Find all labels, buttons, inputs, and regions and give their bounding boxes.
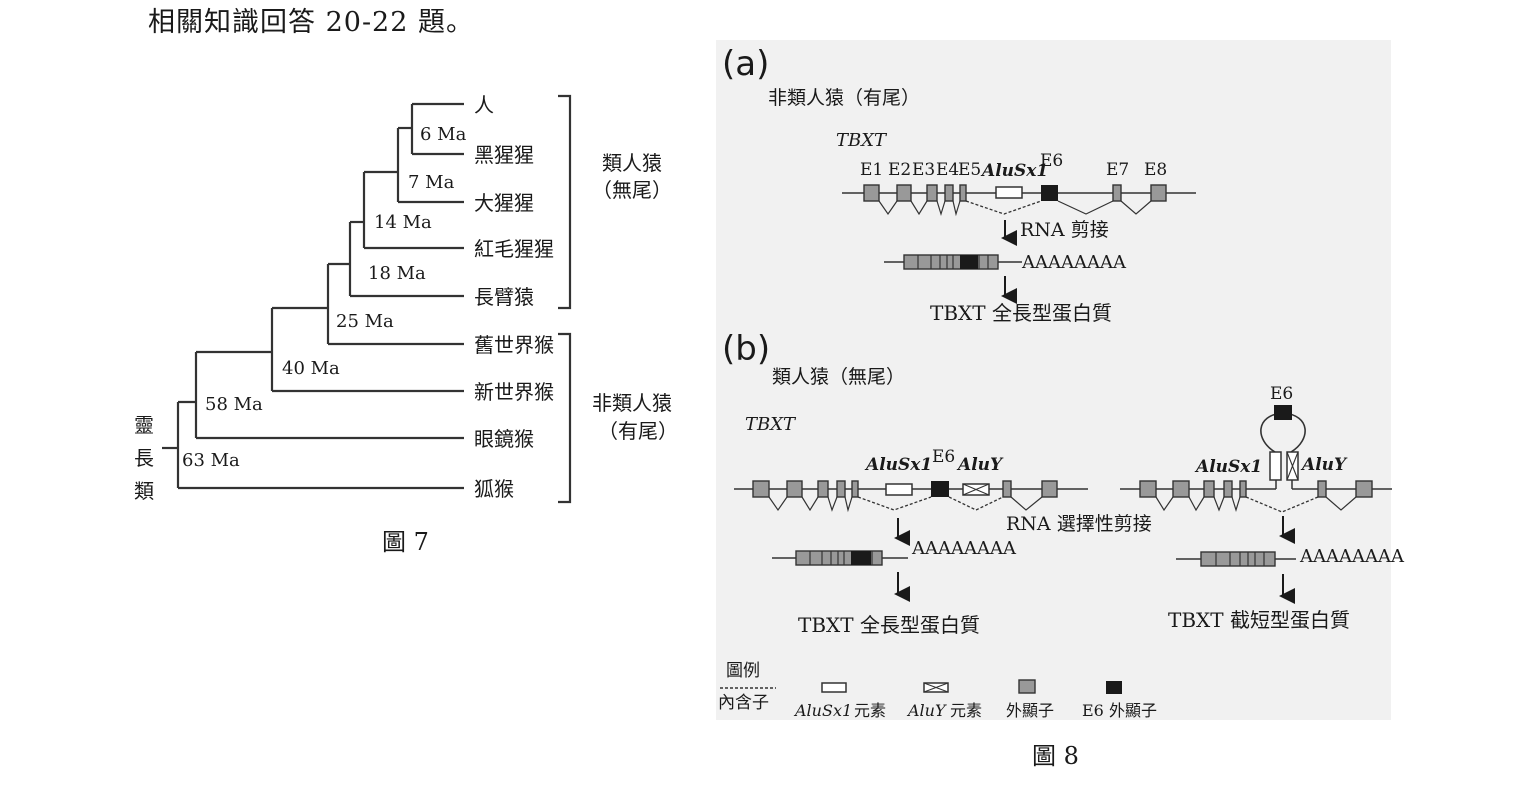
legend-alusx1-swatch xyxy=(821,682,847,693)
node-label-14ma: 14 Ma xyxy=(374,212,432,233)
exon-label-e1: E1 xyxy=(860,160,883,180)
group-nonapes-line1: 非類人猿 xyxy=(592,391,672,415)
panel-a-mrna xyxy=(884,254,1022,270)
exon-label-e4: E4 xyxy=(936,160,959,180)
group-apes-line2: （無尾） xyxy=(592,178,672,202)
taxon-gorilla: 大猩猩 xyxy=(474,191,534,215)
taxon-orangutan: 紅毛猩猩 xyxy=(474,237,554,261)
panel-b-short-product: TBXT 截短型蛋白質 xyxy=(1168,608,1350,632)
node-label-6ma: 6 Ma xyxy=(420,124,467,145)
legend-aluy-name: AluY xyxy=(906,701,947,720)
panel-b-left-mrna xyxy=(772,550,908,566)
group-apes-line1: 類人猿 xyxy=(602,151,662,175)
legend-aluy-hatch xyxy=(923,682,949,693)
panel-b-right-e6-label: E6 xyxy=(1270,384,1293,404)
node-label-58ma: 58 Ma xyxy=(205,394,263,415)
legend-intron-label: 內含子 xyxy=(718,693,769,713)
legend-aluy-suffix: 元素 xyxy=(950,701,982,720)
group-nonapes-line2: （有尾） xyxy=(598,419,678,443)
root-label-char-1: 靈 xyxy=(134,413,154,437)
panel-b-left-gene-structure xyxy=(734,480,1088,513)
figure-7-caption: 圖 7 xyxy=(382,528,429,556)
panel-b-tag: (b) xyxy=(722,329,770,369)
legend-e6-label: E6 外顯子 xyxy=(1082,701,1157,720)
exon-label-e2: E2 xyxy=(888,160,911,180)
root-label-char-3: 類 xyxy=(134,479,154,503)
panel-b-full-product: TBXT 全長型蛋白質 xyxy=(798,613,980,637)
panel-b-right-alusx1-label: AluSx1 xyxy=(1194,457,1262,477)
panel-b-left-polya: AAAAAAAA xyxy=(911,538,1017,559)
panel-b-left-aluy-label: AluY xyxy=(956,455,1004,475)
legend-exon-label: 外顯子 xyxy=(1006,701,1054,720)
panel-a-gene-structure xyxy=(842,184,1196,217)
legend-exon-swatch xyxy=(1018,679,1036,694)
panel-b-right-aluy-label: AluY xyxy=(1300,455,1348,475)
taxon-human: 人 xyxy=(474,93,494,117)
panel-b-right-polya: AAAAAAAA xyxy=(1299,546,1405,567)
legend-title: 圖例 xyxy=(726,661,760,681)
figure-8-caption: 圖 8 xyxy=(1032,742,1079,770)
panel-b-left-alusx1-label: AluSx1 xyxy=(864,455,932,475)
figure-8-background xyxy=(716,40,1391,720)
taxon-lemur: 狐猴 xyxy=(474,477,514,501)
node-label-25ma: 25 Ma xyxy=(336,311,394,332)
legend-alusx1-suffix: 元素 xyxy=(854,701,886,720)
panel-a-alusx1-label: AluSx1 xyxy=(980,161,1048,181)
taxon-new-world-monkey: 新世界猴 xyxy=(474,380,554,404)
legend-e6-swatch xyxy=(1106,681,1122,694)
root-label-char-2: 長 xyxy=(134,446,154,470)
panel-a-tag: (a) xyxy=(722,44,769,84)
exon-label-e6: E6 xyxy=(1040,151,1063,171)
node-label-18ma: 18 Ma xyxy=(368,263,426,284)
exon-label-e7: E7 xyxy=(1106,160,1129,180)
taxon-chimpanzee: 黑猩猩 xyxy=(474,143,534,167)
panel-b-left-e6-label: E6 xyxy=(932,447,955,467)
taxon-old-world-monkey: 舊世界猴 xyxy=(474,333,554,357)
node-label-7ma: 7 Ma xyxy=(408,172,455,193)
intro-text: 相關知識回答 20-22 題。 xyxy=(148,7,475,38)
panel-a-title: 非類人猿（有尾） xyxy=(768,87,920,109)
panel-a-gene: TBXT xyxy=(836,130,888,151)
taxon-gibbon: 長臂猿 xyxy=(474,285,534,309)
panel-a-step-label: RNA 剪接 xyxy=(1020,219,1109,241)
panel-b-step-label: RNA 選擇性剪接 xyxy=(1006,513,1152,535)
panel-a-product: TBXT 全長型蛋白質 xyxy=(930,301,1112,325)
legend-alusx1-name: AluSx1 xyxy=(793,701,852,720)
node-label-63ma: 63 Ma xyxy=(182,450,240,471)
node-label-40ma: 40 Ma xyxy=(282,358,340,379)
panel-b-right-gene-structure xyxy=(1120,405,1392,513)
exon-label-e3: E3 xyxy=(912,160,935,180)
panel-b-gene: TBXT xyxy=(745,414,797,435)
figure-7-tree xyxy=(162,94,572,504)
panel-b-right-mrna xyxy=(1176,551,1296,567)
taxon-tarsier: 眼鏡猴 xyxy=(474,427,534,451)
exon-label-e5: E5 xyxy=(958,160,981,180)
panel-a-polya: AAAAAAAA xyxy=(1021,252,1127,273)
exon-label-e8: E8 xyxy=(1144,160,1167,180)
panel-b-title: 類人猿（無尾） xyxy=(772,366,905,388)
